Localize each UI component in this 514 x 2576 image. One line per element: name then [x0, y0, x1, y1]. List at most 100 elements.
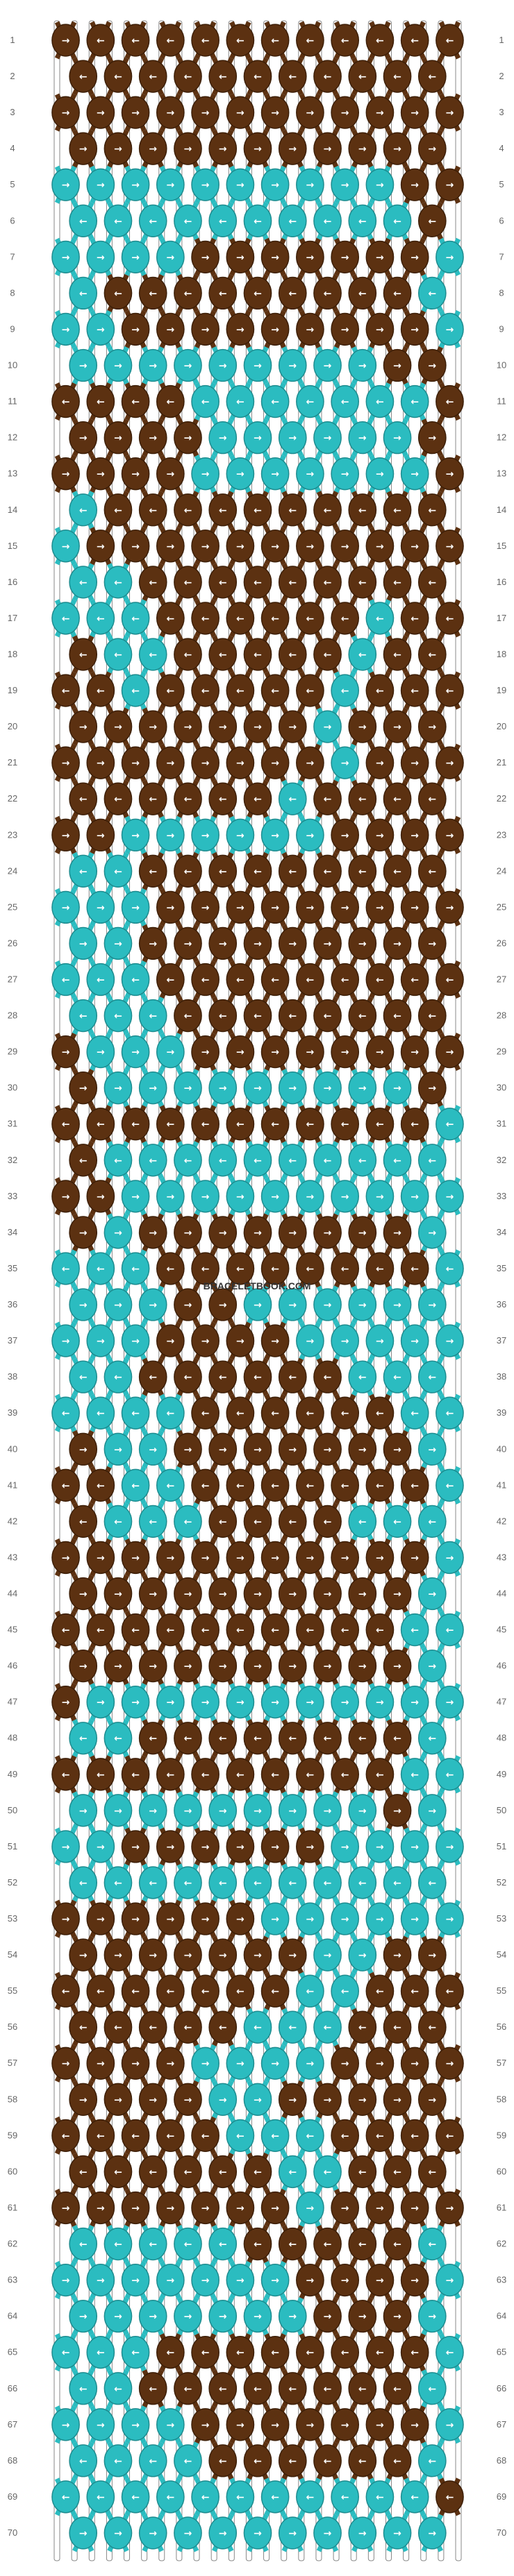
arrow-right-icon: →: [411, 180, 419, 191]
knot-brown: [348, 566, 377, 599]
arrow-left-icon: ←: [324, 650, 332, 661]
arrow-right-icon: →: [446, 1697, 454, 1709]
arrow-right-icon: →: [411, 541, 419, 552]
arrow-right-icon: →: [166, 1842, 174, 1853]
arrow-left-icon: ←: [288, 650, 297, 661]
knot: ←: [121, 382, 150, 421]
knot-turquoise: [260, 457, 290, 491]
arrow-left-icon: ←: [446, 2492, 454, 2503]
knot: →: [156, 165, 185, 204]
knot-turquoise: [278, 421, 307, 455]
row-number-right: 31: [497, 1119, 506, 1129]
knot: →: [417, 129, 447, 168]
arrow-left-icon: ←: [411, 1264, 419, 1275]
arrow-left-icon: ←: [114, 1516, 122, 1527]
arrow-right-icon: →: [358, 1300, 367, 1311]
arrow-left-icon: ←: [149, 505, 157, 516]
arrow-right-icon: →: [271, 252, 279, 263]
arrow-right-icon: →: [236, 469, 244, 480]
arrow-left-icon: ←: [62, 1770, 70, 1781]
arrow-right-icon: →: [393, 1588, 401, 1600]
knot-brown: [243, 493, 272, 527]
arrow-right-icon: →: [428, 1661, 436, 1672]
knot: →: [260, 165, 290, 204]
arrow-left-icon: ←: [62, 1986, 70, 1997]
arrow-left-icon: ←: [341, 1408, 349, 1419]
knot-brown: [69, 60, 98, 93]
arrow-right-icon: →: [62, 180, 70, 191]
arrow-right-icon: →: [97, 2420, 105, 2431]
knot: →: [86, 527, 115, 566]
arrow-right-icon: →: [358, 722, 367, 733]
arrow-left-icon: ←: [446, 1480, 454, 1491]
knot: →: [121, 93, 150, 132]
knot-brown: [103, 276, 133, 310]
arrow-right-icon: →: [271, 830, 279, 841]
arrow-right-icon: →: [306, 1914, 315, 1925]
arrow-right-icon: →: [306, 902, 315, 913]
row-number-right: 5: [499, 179, 504, 189]
arrow-right-icon: →: [201, 324, 210, 335]
arrow-right-icon: →: [114, 2312, 122, 2323]
arrow-right-icon: →: [446, 180, 454, 191]
arrow-right-icon: →: [324, 1661, 332, 1672]
arrow-right-icon: →: [97, 1336, 105, 1347]
arrow-right-icon: →: [62, 108, 70, 119]
arrow-left-icon: ←: [324, 1155, 332, 1167]
arrow-left-icon: ←: [324, 1011, 332, 1022]
knot: →: [331, 310, 360, 349]
knots-layer: →←←←←←←←←←←←←←←←←←←←←←←→→→→→→→→→→→→→→→→→…: [51, 21, 464, 2552]
arrow-left-icon: ←: [79, 1011, 88, 1022]
arrow-left-icon: ←: [79, 2167, 88, 2178]
knot-brown: [121, 529, 150, 563]
knot: ←: [138, 57, 167, 96]
arrow-right-icon: →: [201, 2420, 210, 2431]
arrow-left-icon: ←: [149, 2239, 157, 2251]
arrow-left-icon: ←: [446, 1408, 454, 1419]
arrow-left-icon: ←: [201, 397, 210, 408]
knot-turquoise: [121, 240, 150, 274]
knot: →: [103, 418, 133, 457]
arrow-left-icon: ←: [288, 1734, 297, 1745]
knot-brown: [208, 638, 238, 671]
knot-brown: [383, 638, 412, 671]
knot-brown: [174, 566, 202, 599]
arrow-right-icon: →: [236, 758, 244, 769]
arrow-right-icon: →: [79, 2094, 88, 2105]
knot: →: [260, 455, 290, 493]
arrow-left-icon: ←: [324, 794, 332, 805]
knot-turquoise: [348, 348, 377, 382]
row-number-right: 59: [497, 2130, 506, 2140]
knot: →: [51, 21, 80, 60]
arrow-left-icon: ←: [79, 1372, 88, 1383]
knot-brown: [296, 529, 324, 563]
row-number-right: 14: [497, 505, 506, 515]
knot: →: [400, 527, 429, 566]
arrow-left-icon: ←: [358, 2167, 367, 2178]
arrow-left-icon: ←: [219, 1372, 227, 1383]
arrow-left-icon: ←: [236, 2348, 244, 2359]
knot: →: [156, 237, 185, 276]
arrow-left-icon: ←: [184, 1734, 192, 1745]
knot-brown: [417, 493, 447, 527]
arrow-left-icon: ←: [376, 613, 384, 625]
arrow-right-icon: →: [79, 938, 88, 949]
arrow-right-icon: →: [341, 324, 349, 335]
arrow-right-icon: →: [271, 541, 279, 552]
knot: →: [436, 165, 464, 204]
arrow-right-icon: →: [428, 2312, 436, 2323]
arrow-right-icon: →: [219, 2528, 227, 2539]
arrow-right-icon: →: [149, 2528, 157, 2539]
row-number-right: 55: [497, 1985, 506, 1996]
arrow-right-icon: →: [114, 1300, 122, 1311]
knot-brown: [86, 24, 115, 57]
arrow-left-icon: ←: [428, 1011, 436, 1022]
arrow-right-icon: →: [324, 938, 332, 949]
knot: →: [436, 310, 464, 349]
arrow-right-icon: →: [219, 1300, 227, 1311]
row-number-right: 66: [497, 2383, 506, 2393]
arrow-left-icon: ←: [201, 1408, 210, 1419]
knot-brown: [417, 60, 447, 93]
row-number-right: 9: [499, 323, 504, 334]
arrow-left-icon: ←: [166, 1986, 174, 1997]
